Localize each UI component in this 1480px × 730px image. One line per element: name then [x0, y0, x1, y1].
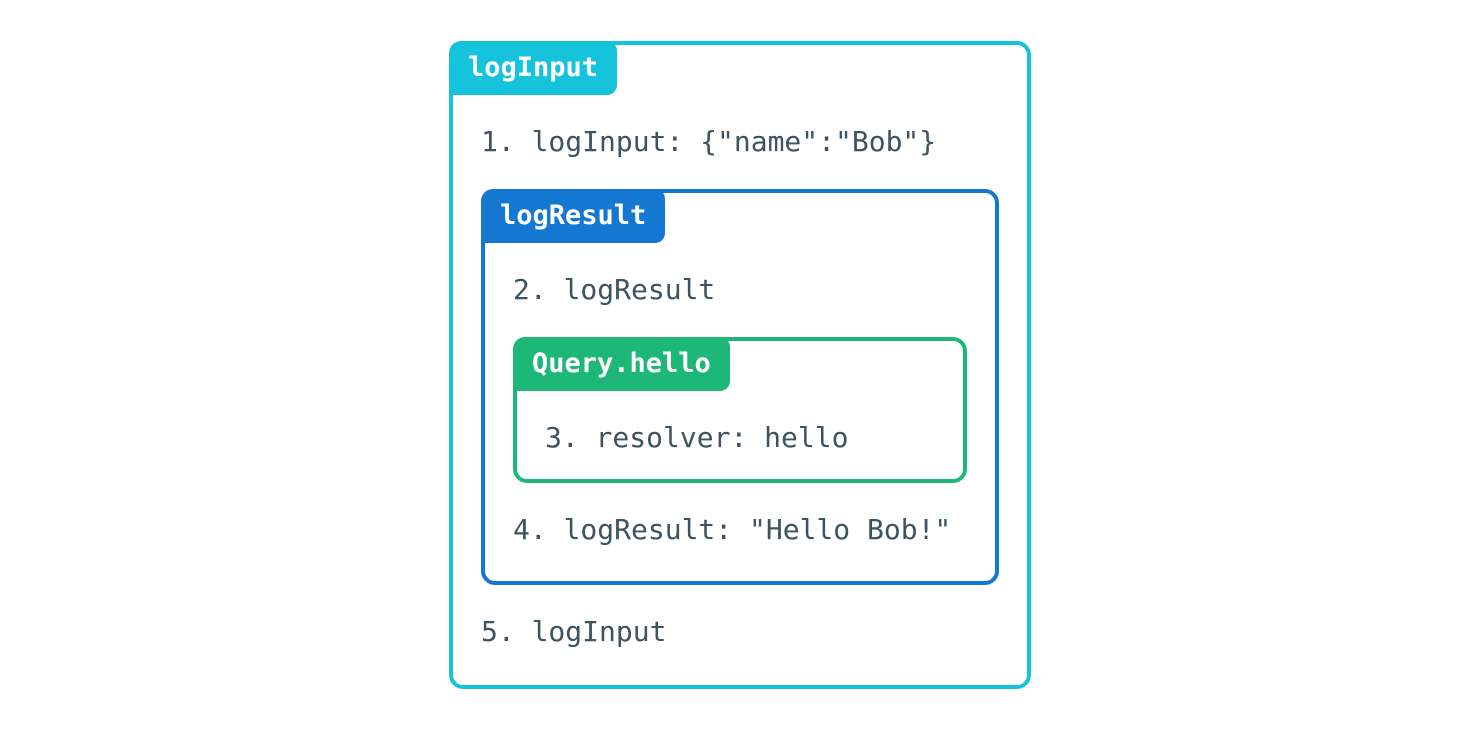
step-4-logresult-after: 4. logResult: "Hello Bob!" — [513, 513, 952, 546]
middleware-label-logresult: logResult — [481, 189, 666, 243]
middleware-box-loginput: logInput 1. logInput: {"name":"Bob"} log… — [449, 41, 1031, 689]
resolver-label-query-hello: Query.hello — [513, 337, 730, 391]
resolver-box-query-hello: Query.hello 3. resolver: hello — [513, 337, 967, 483]
middleware-box-logresult: logResult 2. logResult Query.hello 3. re… — [481, 189, 999, 585]
step-5-loginput-after: 5. logInput — [481, 615, 667, 648]
step-1-loginput-before: 1. logInput: {"name":"Bob"} — [481, 125, 937, 158]
middleware-label-loginput: logInput — [449, 41, 618, 95]
step-3-resolver: 3. resolver: hello — [545, 421, 849, 454]
step-2-logresult-before: 2. logResult — [513, 273, 716, 306]
